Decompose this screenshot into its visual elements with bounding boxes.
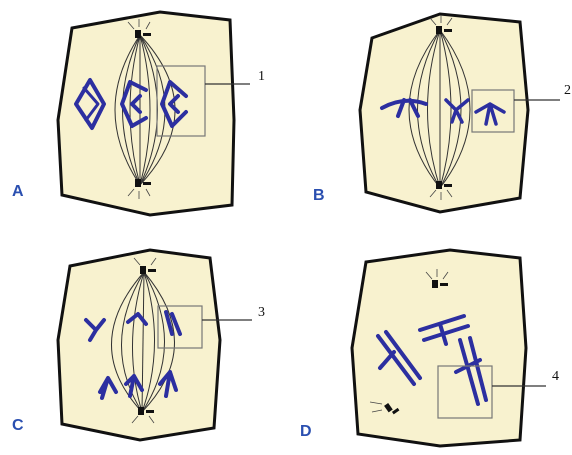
panel-letter-a: A [12,183,24,200]
panel-d: 4 D [300,250,559,446]
panel-a: 1 A [12,12,265,215]
panel-letter-d: D [300,423,312,440]
panel-letter-c: C [12,417,24,434]
label-number-1: 1 [258,69,265,84]
cell-d [352,250,526,446]
label-number-2: 2 [564,83,571,98]
label-number-4: 4 [552,369,559,384]
label-number-3: 3 [258,305,265,320]
panel-c: 3 C [12,250,265,440]
panel-b: 2 B [313,14,571,212]
panel-letter-b: B [313,187,325,204]
